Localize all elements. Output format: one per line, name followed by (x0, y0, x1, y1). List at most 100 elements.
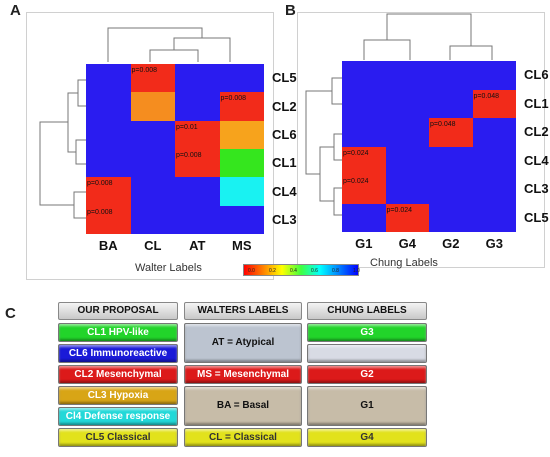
panel-a-row-label: CL6 (272, 126, 297, 142)
panel-b-row-label: CL2 (524, 124, 549, 140)
panel-b-xlabel: Chung Labels (370, 257, 438, 269)
table-cell-walters: AT = Atypical (184, 323, 302, 363)
panel-b-cell (472, 175, 516, 204)
panel-b-column-label: G3 (485, 236, 503, 251)
panel-a-cell (219, 205, 264, 234)
panel-a-row-label: CL4 (272, 183, 297, 199)
panel-a-pvalue: p=0.008 (220, 95, 247, 103)
panel-a-letter: A (10, 2, 21, 19)
table-cell-proposal: Cl4 Defense response (58, 407, 178, 426)
panel-a-row-label: CL1 (272, 155, 297, 171)
panel-b-pvalue: p=0.048 (473, 92, 500, 100)
panel-a-pvalue: p=0.008 (87, 180, 113, 188)
table-cell-chung (307, 344, 427, 363)
table-cell-proposal: CL2 Mesenchymal (58, 365, 178, 384)
table-cell-proposal: CL3 Hypoxia (58, 386, 178, 405)
panel-a-column-label: AT (189, 238, 206, 253)
panel-a-pvalue: p=0.008 (87, 208, 113, 216)
panel-b-row-label: CL6 (524, 67, 549, 83)
panel-b-cell (429, 61, 473, 90)
panel-b-cell (385, 61, 429, 90)
panel-b-column-label: G2 (442, 236, 460, 251)
panel-b-cell (472, 146, 516, 175)
panel-a-cell (219, 64, 264, 93)
panel-a-cell (219, 120, 264, 149)
panel-a-cell (130, 149, 175, 178)
panel-a-frame (26, 12, 274, 280)
panel-b-column-label: G1 (355, 236, 373, 251)
panel-b-cell (472, 203, 516, 232)
color-scale-tick: 0.0 (248, 268, 255, 274)
panel-b-column-label: G4 (398, 236, 416, 251)
panel-b-cell (429, 146, 473, 175)
table-cell-walters: MS = Mesenchymal (184, 365, 302, 384)
table-cell-chung: G1 (307, 386, 427, 426)
panel-a-cell (130, 92, 175, 121)
panel-b-cell (342, 203, 386, 232)
panel-a-row-label: CL3 (272, 211, 297, 227)
panel-a-column-dendrogram (107, 27, 231, 62)
table-cell-chung: G4 (307, 428, 427, 447)
panel-a-cell (86, 120, 131, 149)
panel-b-pvalue: p=0.024 (343, 178, 369, 185)
panel-b-cell (429, 203, 473, 232)
panel-b-cell (472, 61, 516, 90)
panel-b-letter: B (285, 2, 296, 19)
panel-b-cell (429, 118, 473, 147)
panel-b-cell (385, 175, 429, 204)
panel-a-cell (130, 64, 175, 93)
panel-b-row-label: CL1 (524, 95, 549, 111)
panel-b-row-label: CL4 (524, 152, 549, 168)
panel-b-frame (297, 12, 545, 268)
panel-b-row-label: CL3 (524, 181, 549, 197)
color-scale-tick: 0.2 (269, 268, 276, 274)
panel-a-cell (175, 177, 220, 206)
panel-b-cell (472, 89, 516, 118)
panel-b-row-dendrogram (305, 77, 342, 216)
panel-b-cell (429, 175, 473, 204)
panel-b-cell (385, 203, 429, 232)
panel-b-cell (342, 118, 386, 147)
color-scale-tick: 0.6 (311, 268, 318, 274)
table-cell-proposal: CL6 Immunoreactive (58, 344, 178, 363)
panel-a-cell (130, 177, 175, 206)
panel-b-column-dendrogram (363, 13, 493, 60)
color-scale-tick: 1.0 (353, 268, 360, 274)
panel-a-cell (86, 92, 131, 121)
table-header: WALTERS LABELS (184, 302, 302, 320)
color-scale-tick: 0.8 (332, 268, 339, 274)
panel-b-row-label: CL5 (524, 209, 549, 225)
panel-a-cell (130, 120, 175, 149)
panel-a-xlabel: Walter Labels (135, 262, 202, 274)
table-header: CHUNG LABELS (307, 302, 427, 320)
panel-c-letter: C (5, 305, 16, 322)
panel-a-cell (219, 177, 264, 206)
panel-a-row-dendrogram (39, 79, 86, 219)
panel-b-cell (429, 89, 473, 118)
table-cell-walters: CL = Classical (184, 428, 302, 447)
panel-a-cell (86, 64, 131, 93)
panel-b-pvalue: p=0.024 (386, 206, 413, 214)
table-cell-chung: G2 (307, 365, 427, 384)
panel-b-cell (472, 118, 516, 147)
table-cell-walters: BA = Basal (184, 386, 302, 426)
panel-a-cell (86, 177, 131, 206)
panel-a-column-label: BA (98, 238, 118, 253)
panel-a-cell (86, 149, 131, 178)
panel-b-cell (385, 118, 429, 147)
panel-b-pvalue: p=0.024 (343, 149, 369, 157)
panel-a-pvalue: p=0.008 (131, 67, 158, 74)
panel-a-row-label: CL5 (272, 70, 297, 86)
panel-b-pvalue: p=0.048 (430, 121, 456, 128)
panel-a-column-label: CL (144, 238, 162, 253)
panel-b-cell (342, 61, 386, 90)
panel-a-column-label: MS (232, 238, 252, 253)
panel-a-cell (219, 92, 264, 121)
table-cell-proposal: CL1 HPV-like (58, 323, 178, 342)
table-cell-chung: G3 (307, 323, 427, 342)
panel-a-cell (175, 149, 220, 178)
panel-a-pvalue: p=0.008 (176, 152, 202, 159)
panel-b-cell (342, 89, 386, 118)
